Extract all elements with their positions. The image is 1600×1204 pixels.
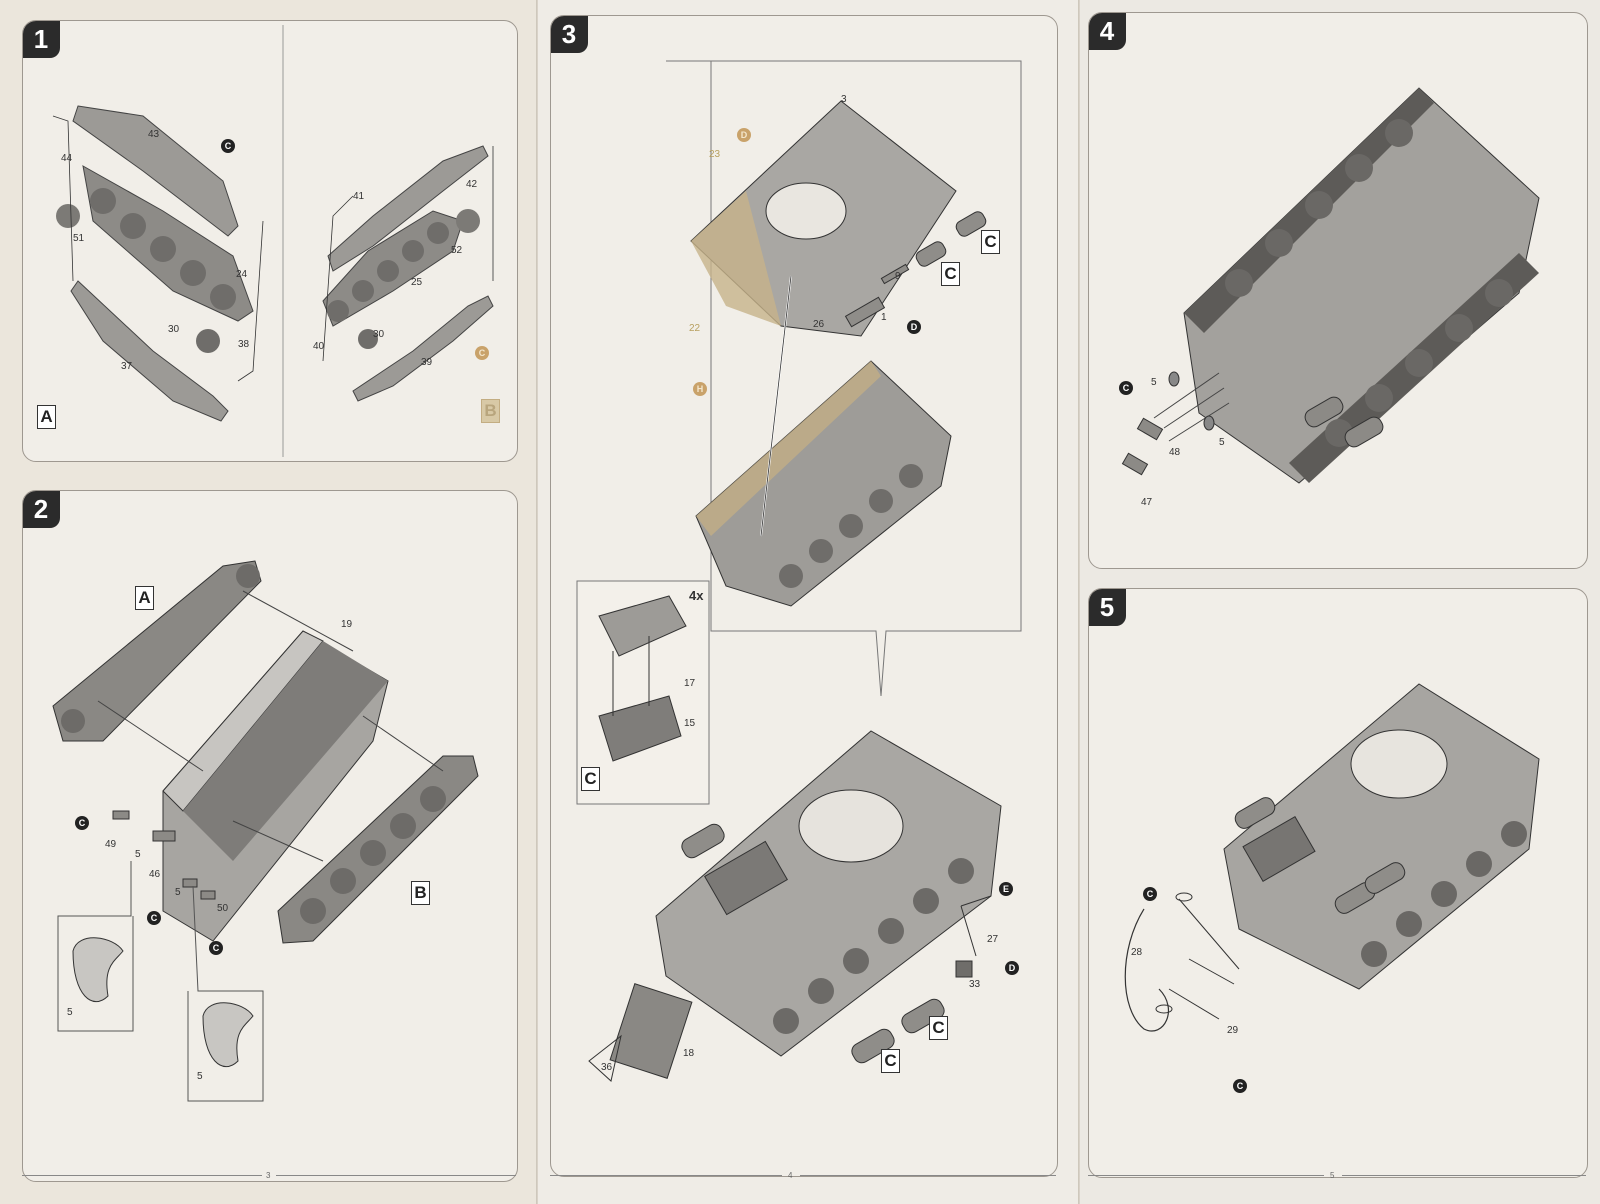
part-42: 42 [466,179,478,190]
part-9: 9 [895,271,901,282]
step-4-panel: 4 C 5 [1088,12,1588,569]
part-25: 25 [411,277,423,288]
step-1-panel: 1 [22,20,518,462]
sprue-c-marker: C [1233,1079,1247,1093]
sprue-h-marker: H [693,382,707,396]
part-46: 46 [149,869,161,880]
part-44: 44 [61,153,73,164]
step-1-badge: 1 [23,21,60,58]
part-5: 5 [1219,437,1225,448]
part-27: 27 [987,934,999,945]
part-29: 29 [1227,1025,1239,1036]
step-2-badge: 2 [23,491,60,528]
part-5: 5 [67,1007,73,1018]
sprue-d-marker: D [907,320,921,334]
step-5-illustration [1124,683,1540,1032]
part-5: 5 [175,887,181,898]
manual-page-5: 4 C 5 [1080,0,1600,1204]
part-26: 26 [813,319,825,330]
page-fold [536,0,539,1204]
page-number: 3 [266,1171,271,1180]
part-39: 39 [421,357,433,368]
part-52: 52 [451,245,463,256]
sprue-c-tag: C [929,1016,948,1040]
part-38: 38 [238,339,250,350]
part-18: 18 [683,1048,695,1059]
step-4-badge: 4 [1089,13,1126,50]
step-4-illustration [1121,87,1540,484]
page-footer-rule [800,1175,1056,1176]
part-22: 22 [689,323,701,334]
subassembly-tag-a: A [135,586,154,610]
part-28: 28 [1131,947,1143,958]
page-fold [1078,0,1081,1204]
sprue-c-marker: C [1119,381,1133,395]
subassembly-tag-b: B [411,881,430,905]
part-5: 5 [1151,377,1157,388]
part-36: 36 [601,1062,613,1073]
part-50: 50 [217,903,229,914]
part-43: 43 [148,129,160,140]
part-33: 33 [969,979,981,990]
part-51: 51 [73,233,85,244]
page-footer-rule [550,1175,782,1176]
step-3-panel: 3 [550,15,1058,1177]
sprue-c-marker: C [209,941,223,955]
part-5: 5 [197,1071,203,1082]
step-5-badge: 5 [1089,589,1126,626]
sprue-d-marker: D [737,128,751,142]
sprue-c-marker: C [1143,887,1157,901]
sprue-d-marker: D [1005,961,1019,975]
part-30-right: 30 [373,329,385,340]
part-19: 19 [341,619,353,630]
part-48: 48 [1169,447,1181,458]
manual-page-4: 3 [538,0,1080,1204]
sprue-c-marker: C [75,816,89,830]
step-2-panel: 2 [22,490,518,1182]
sprue-c-tag: C [981,230,1000,254]
part-47: 47 [1141,497,1153,508]
inset-quantity: 4x [689,588,704,603]
part-3: 3 [841,94,847,105]
part-40: 40 [313,341,325,352]
part-49: 49 [105,839,117,850]
step-1-illustration [52,25,494,457]
sprue-e-marker: E [999,882,1013,896]
page-number: 4 [788,1171,793,1180]
page-footer-rule [1088,1175,1324,1176]
sprue-c-marker: C [147,911,161,925]
page-footer-rule [1342,1175,1586,1176]
subassembly-tag-b: B [481,399,500,423]
part-23: 23 [709,149,721,160]
part-15: 15 [684,718,696,729]
part-24: 24 [236,269,248,280]
part-1: 1 [881,312,887,323]
part-41: 41 [353,191,365,202]
sprue-c-tag: C [941,262,960,286]
page-number: 5 [1330,1171,1335,1180]
page-footer-rule [22,1175,262,1176]
manual-page-3: 1 [0,0,538,1204]
step-3-badge: 3 [551,16,588,53]
sprue-c-tag: C [581,767,600,791]
step-3-illustration [576,60,1022,1082]
sprue-c-marker: C [475,346,489,360]
step-2-illustration [52,560,479,1102]
part-17: 17 [684,678,696,689]
part-37: 37 [121,361,133,372]
part-30-left: 30 [168,324,180,335]
step-5-panel: 5 C 28 29 C [1088,588,1588,1178]
subassembly-tag-a: A [37,405,56,429]
page-footer-rule [276,1175,516,1176]
part-5: 5 [135,849,141,860]
sprue-c-tag: C [881,1049,900,1073]
sprue-c-marker: C [221,139,235,153]
